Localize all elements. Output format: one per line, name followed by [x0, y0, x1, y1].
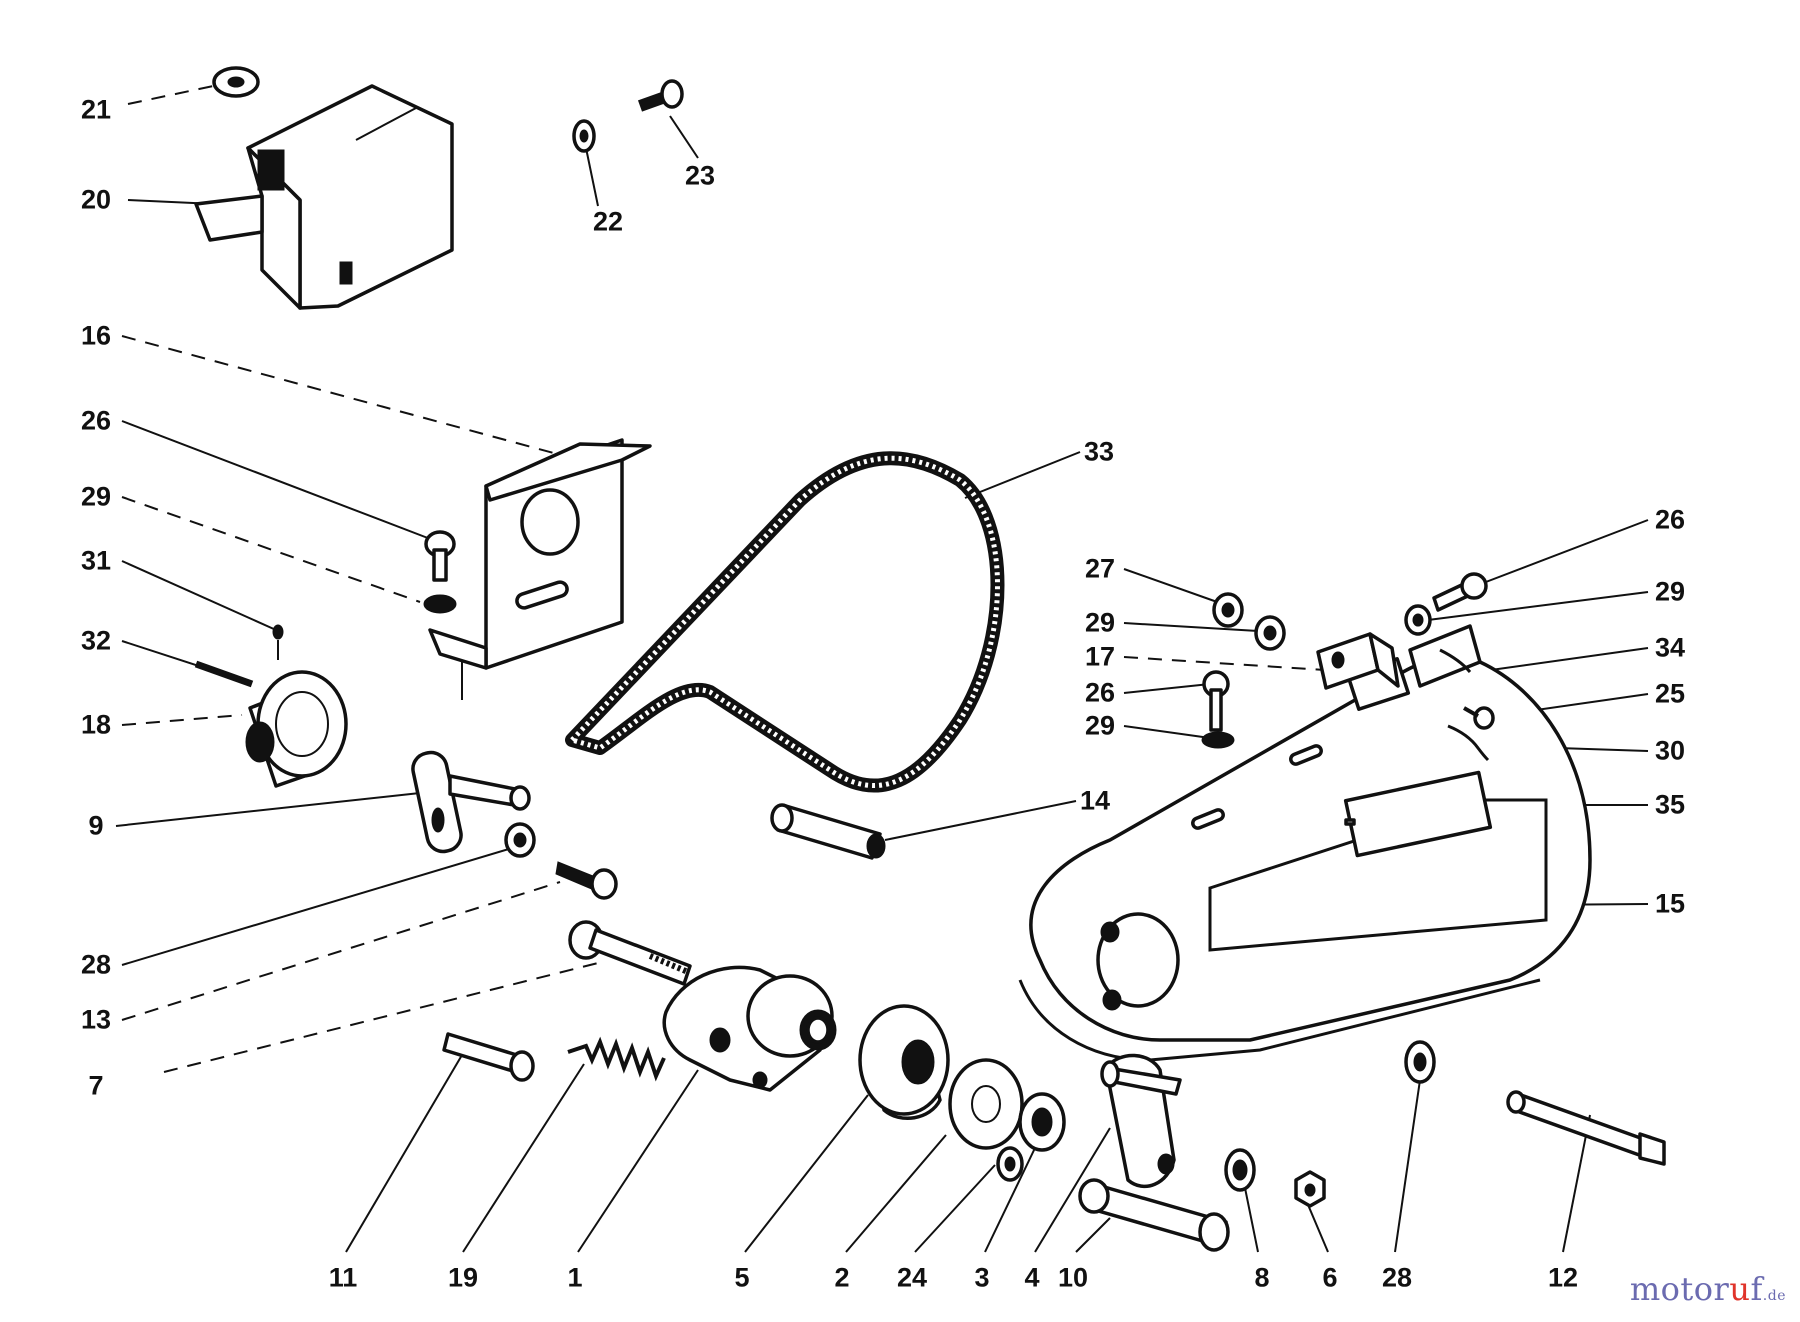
- part-14-pin: [770, 803, 886, 860]
- part-label-l3: 3: [974, 1262, 990, 1293]
- part-label-l11: 11: [328, 1262, 358, 1293]
- part-3-bushing: [1018, 1092, 1066, 1152]
- part-label-l28a: 28: [80, 949, 112, 980]
- watermark-part-3: f: [1750, 1270, 1763, 1308]
- part-34-spring: [1439, 648, 1472, 673]
- part-label-l26b: 26: [1084, 677, 1116, 708]
- part-27-nut: [1212, 592, 1244, 628]
- watermark-part-2: u: [1729, 1270, 1751, 1308]
- watermark-part-4: .de: [1762, 1288, 1786, 1304]
- part-label-l4: 4: [1024, 1262, 1040, 1293]
- part-label-l30: 30: [1654, 735, 1686, 766]
- part-label-l27: 27: [1084, 553, 1116, 584]
- part-label-l7: 7: [88, 1070, 104, 1101]
- part-28-washer-right: [1404, 1040, 1436, 1084]
- part-label-l34: 34: [1654, 632, 1686, 663]
- watermark-part-1: motor: [1629, 1270, 1730, 1308]
- part-11-bolt: [442, 1032, 535, 1082]
- part-5-pulley: [858, 1004, 950, 1120]
- part-label-l28b: 28: [1381, 1262, 1413, 1293]
- part-31-pin: [272, 624, 284, 660]
- part-17-bracket: [1316, 632, 1400, 690]
- part-33-belt: [565, 451, 1005, 793]
- part-29-washer-mid: [1254, 615, 1286, 651]
- part-label-l2: 2: [834, 1262, 850, 1293]
- part-26-bolt-left: [424, 530, 456, 582]
- part-label-l26c: 26: [1654, 504, 1686, 535]
- part-label-l14: 14: [1079, 785, 1111, 816]
- part-25-screw: [1463, 706, 1495, 730]
- part-29-washer-left: [423, 594, 457, 614]
- part-8-washer: [1224, 1148, 1256, 1192]
- part-label-l32: 32: [80, 625, 112, 656]
- part-label-l1: 1: [567, 1262, 583, 1293]
- part-label-l33: 33: [1083, 436, 1115, 467]
- part-label-l25: 25: [1654, 678, 1686, 709]
- part-26-bolt-right: [1432, 572, 1488, 612]
- part-28-washer-left: [504, 822, 536, 858]
- part-16-plate: [428, 438, 652, 700]
- part-label-l18a: 18: [80, 709, 112, 740]
- leader-lines: [115, 84, 1649, 1253]
- part-label-l35: 35: [1654, 789, 1686, 820]
- part-24-washer: [996, 1146, 1024, 1182]
- part-label-l29a: 29: [80, 481, 112, 512]
- part-label-l17: 17: [1084, 641, 1116, 672]
- part-9-lever: [411, 750, 531, 854]
- part-4-crank: [1100, 1053, 1182, 1189]
- part-29-washer-right: [1404, 604, 1432, 636]
- part-12-bolt: [1506, 1090, 1666, 1166]
- part-20-cover: [194, 84, 454, 310]
- part-label-l29c: 29: [1084, 710, 1116, 741]
- part-7-bolt: [568, 920, 692, 986]
- watermark-logo: motoruf.de: [1630, 1270, 1786, 1308]
- part-13-bolt: [555, 861, 618, 900]
- part-label-l15: 15: [1654, 888, 1686, 919]
- part-1-tensioner-bracket: [662, 965, 837, 1092]
- part-26-bolt-mid: [1202, 670, 1230, 732]
- part-29-washer-mid2: [1201, 731, 1235, 749]
- part-label-l12: 12: [1547, 1262, 1579, 1293]
- part-6-nut: [1294, 1170, 1326, 1208]
- part-label-l5: 5: [734, 1262, 750, 1293]
- part-label-l19: 19: [447, 1262, 479, 1293]
- part-label-l6: 6: [1322, 1262, 1338, 1293]
- part-label-l31: 31: [80, 545, 112, 576]
- part-18-pulley: [245, 670, 348, 788]
- part-22-washer: [572, 119, 596, 153]
- part-label-l20: 20: [80, 184, 112, 215]
- part-30-spring: [1447, 724, 1490, 762]
- part-label-l9: 9: [88, 810, 104, 841]
- part-label-l21: 21: [80, 94, 112, 125]
- part-23-bolt: [637, 79, 684, 112]
- part-21-nut: [212, 66, 260, 98]
- part-label-l29d: 29: [1654, 576, 1686, 607]
- part-label-l22: 22: [592, 206, 624, 237]
- part-10-shaft: [1078, 1178, 1230, 1252]
- part-label-l8: 8: [1254, 1262, 1270, 1293]
- part-32-screw: [194, 660, 254, 688]
- part-2-washer: [948, 1058, 1024, 1150]
- part-label-l26a: 26: [80, 405, 112, 436]
- part-label-l24: 24: [896, 1262, 928, 1293]
- part-label-l16: 16: [80, 320, 112, 351]
- part-label-l23: 23: [684, 160, 716, 191]
- part-label-l29b: 29: [1084, 607, 1116, 638]
- part-label-l13: 13: [80, 1004, 112, 1035]
- part-19-spring: [567, 1036, 666, 1082]
- part-label-l10: 10: [1057, 1262, 1089, 1293]
